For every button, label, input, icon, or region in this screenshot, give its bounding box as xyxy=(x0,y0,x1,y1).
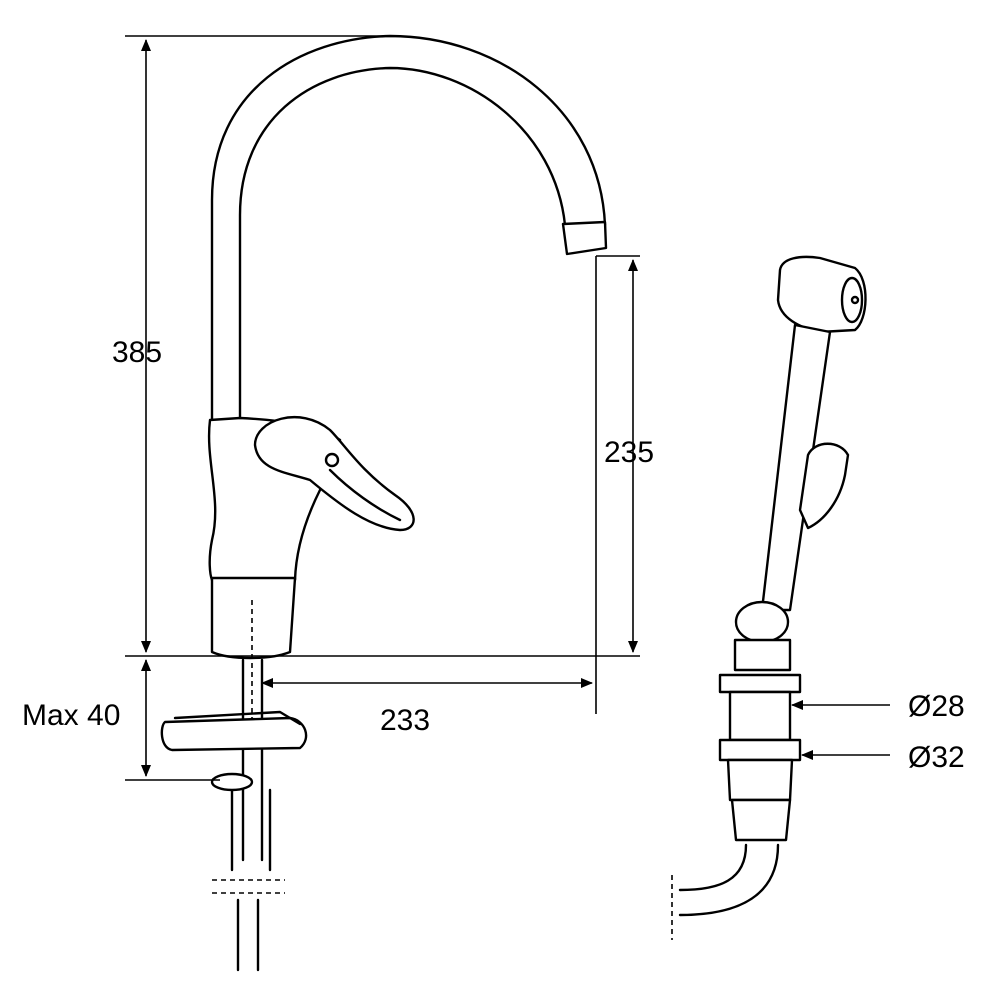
spout-inner-edge xyxy=(238,66,567,422)
shower-hose-outer xyxy=(678,843,780,917)
label-dia28: Ø28 xyxy=(908,690,965,723)
label-235: 235 xyxy=(604,436,654,469)
label-233: 233 xyxy=(380,704,430,737)
spout-outer-edge xyxy=(210,34,607,422)
label-dia32: Ø32 xyxy=(908,741,965,774)
handle-cap xyxy=(324,452,340,468)
holder-body xyxy=(728,690,792,742)
label-max40: Max 40 xyxy=(22,699,120,732)
holder-ring-28 xyxy=(718,673,802,694)
holder-thread xyxy=(726,758,794,802)
dimension-labels: 385 235 233 Max 40 Ø28 Ø32 xyxy=(22,336,965,774)
hand-shower xyxy=(671,255,867,940)
shower-trigger xyxy=(798,442,850,530)
holder-nut xyxy=(730,798,792,842)
shower-hose-inner xyxy=(678,843,748,892)
spout-aerator xyxy=(561,220,608,256)
flex-hose xyxy=(236,898,260,972)
mounting-nut xyxy=(210,772,254,792)
holder-top xyxy=(733,638,792,672)
holder-ring-32 xyxy=(718,738,802,762)
nozzle-hole xyxy=(850,295,860,305)
faucet-body xyxy=(160,34,608,972)
handle-slot xyxy=(328,468,402,522)
dimension-lines xyxy=(125,35,890,781)
swivel-joint xyxy=(734,600,790,644)
shower-handle xyxy=(760,323,832,612)
mounting-plate-top xyxy=(173,710,302,726)
faucet-base xyxy=(210,576,297,660)
label-385: 385 xyxy=(112,336,162,369)
mounting-plate xyxy=(160,716,308,752)
threaded-rod xyxy=(230,788,272,872)
